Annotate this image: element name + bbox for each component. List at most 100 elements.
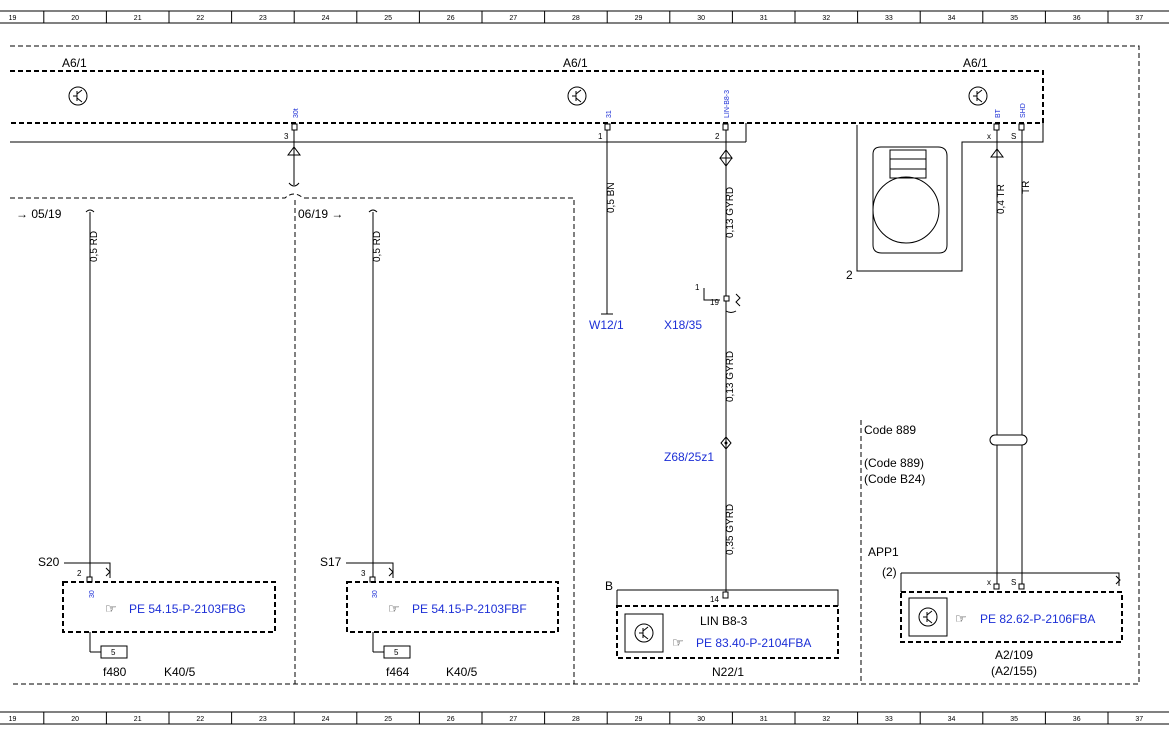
pin-num-1: 1 — [598, 132, 603, 141]
relay-k40-5-a: K40/5 — [164, 665, 196, 679]
pe-link-1[interactable]: PE 54.15-P-2103FBG — [129, 602, 246, 616]
app1-label: APP1 — [868, 545, 899, 559]
pe-link-2[interactable]: PE 54.15-P-2103FBF — [412, 602, 527, 616]
transistor-icon — [968, 86, 988, 106]
ruler-label: 24 — [322, 15, 330, 22]
splice-arrow-icon — [287, 146, 301, 156]
ruler-label: 32 — [822, 716, 830, 723]
code-b24: (Code B24) — [864, 472, 925, 486]
splice-arrow-icon — [990, 148, 1004, 158]
pin-31: 31 — [606, 110, 613, 118]
ruler-label: 25 — [384, 716, 392, 723]
ruler-label: 20 — [71, 15, 79, 22]
x1835-pin-19: 19 — [710, 298, 719, 307]
fuse-icon — [100, 645, 128, 659]
ruler-label: 19 — [9, 716, 17, 723]
ruler-label: 26 — [447, 15, 455, 22]
ruler-label: 25 — [384, 15, 392, 22]
pe-link-3[interactable]: PE 83.40-P-2104FBA — [696, 636, 811, 650]
ruler-label: 28 — [572, 716, 580, 723]
s20-pin-30: 30 — [89, 590, 96, 598]
pin-num-x: x — [987, 132, 991, 141]
connector-2-box — [856, 123, 1044, 272]
a61-module-box — [10, 70, 1044, 124]
page-ref-06-19: 06/19 → — [298, 207, 343, 221]
n22-1-module-box — [616, 605, 839, 659]
ruler-label: 30 — [697, 15, 705, 22]
ruler-label: 33 — [885, 15, 893, 22]
ruler-label: 19 — [9, 15, 17, 22]
ruler-label: 23 — [259, 716, 267, 723]
pin-num-3: 3 — [284, 132, 289, 141]
ruler-label: 35 — [1010, 15, 1018, 22]
ground-w12-1: W12/1 — [589, 318, 624, 332]
transistor-icon — [634, 623, 654, 643]
wire-tr: TR — [1021, 181, 1032, 194]
app1-2-label: (2) — [882, 565, 897, 579]
left-section-box — [10, 193, 575, 684]
splice-z68-25z1: Z68/25z1 — [664, 450, 714, 464]
transistor-icon — [68, 86, 88, 106]
pin-bt: BT — [995, 108, 1002, 118]
fuse-f464-value: 5 — [394, 648, 399, 657]
ruler-label: 28 — [572, 15, 580, 22]
s17-pin-3: 3 — [361, 569, 366, 578]
pin-num-s: S — [1011, 132, 1016, 141]
ruler-label: 36 — [1073, 15, 1081, 22]
ruler-label: 21 — [134, 15, 142, 22]
ruler-label: 33 — [885, 716, 893, 723]
ruler-label: 37 — [1135, 15, 1143, 22]
module-n22-1: N22/1 — [712, 665, 744, 679]
connector-x18-35: X18/35 — [664, 318, 702, 332]
connector-housing-icon — [872, 146, 948, 254]
module-b-label: B — [605, 579, 613, 593]
pin-lin-b8-3: LIN-B8-3 — [724, 90, 731, 118]
wire-04-tr: 0,4 TR — [996, 184, 1007, 214]
ruler-label: 24 — [322, 716, 330, 723]
ruler-label: 29 — [635, 716, 643, 723]
ruler-label: 31 — [760, 15, 768, 22]
ruler-label: 37 — [1135, 716, 1143, 723]
pe-link-4[interactable]: PE 82.62-P-2106FBA — [980, 612, 1095, 626]
component-s17: S17 — [320, 555, 342, 569]
component-s20: S20 — [38, 555, 60, 569]
pin-30t: 30t — [293, 108, 300, 118]
wire-05-rd-2: 0,5 RD — [372, 231, 383, 262]
pin-connectors — [291, 123, 1025, 131]
ruler-label: 21 — [134, 716, 142, 723]
fuse-f480: f480 — [103, 665, 127, 679]
ruler-label: 20 — [71, 716, 79, 723]
ruler-label: 36 — [1073, 716, 1081, 723]
fuse-f480-value: 5 — [111, 648, 116, 657]
s20-pin-2: 2 — [77, 569, 82, 578]
a61-label-left: A6/1 — [62, 56, 87, 70]
ruler-label: 23 — [259, 15, 267, 22]
pointing-hand-icon: ☞ — [388, 601, 400, 616]
wire-035-gyrd: 0,35 GYRD — [725, 504, 736, 555]
ruler-label: 27 — [509, 15, 517, 22]
wire-013-gyrd-2: 0,13 GYRD — [725, 351, 736, 402]
ruler-label: 26 — [447, 716, 455, 723]
pointing-hand-icon: ☞ — [105, 601, 117, 616]
x1835-pin-1: 1 — [695, 283, 700, 292]
ruler-label: 29 — [635, 15, 643, 22]
ruler-label: 34 — [948, 15, 956, 22]
transistor-icon — [918, 607, 938, 627]
n221-pin-14: 14 — [710, 595, 719, 604]
fuse-f464: f464 — [386, 665, 410, 679]
splice-arrow-icon — [719, 149, 733, 159]
splice-node-icon — [720, 436, 732, 450]
transistor-icon — [567, 86, 587, 106]
shielding-icon — [989, 434, 1028, 446]
lin-b8-3-label: LIN B8-3 — [700, 614, 748, 628]
ruler-label: 34 — [948, 716, 956, 723]
ruler-label: 22 — [196, 716, 204, 723]
code-889: Code 889 — [864, 423, 916, 437]
a61-label-right: A6/1 — [963, 56, 988, 70]
wire-013-gyrd-1: 0,13 GYRD — [725, 187, 736, 238]
code-889-paren: (Code 889) — [864, 456, 924, 470]
ruler-label: 32 — [822, 15, 830, 22]
pointing-hand-icon: ☞ — [955, 611, 967, 626]
